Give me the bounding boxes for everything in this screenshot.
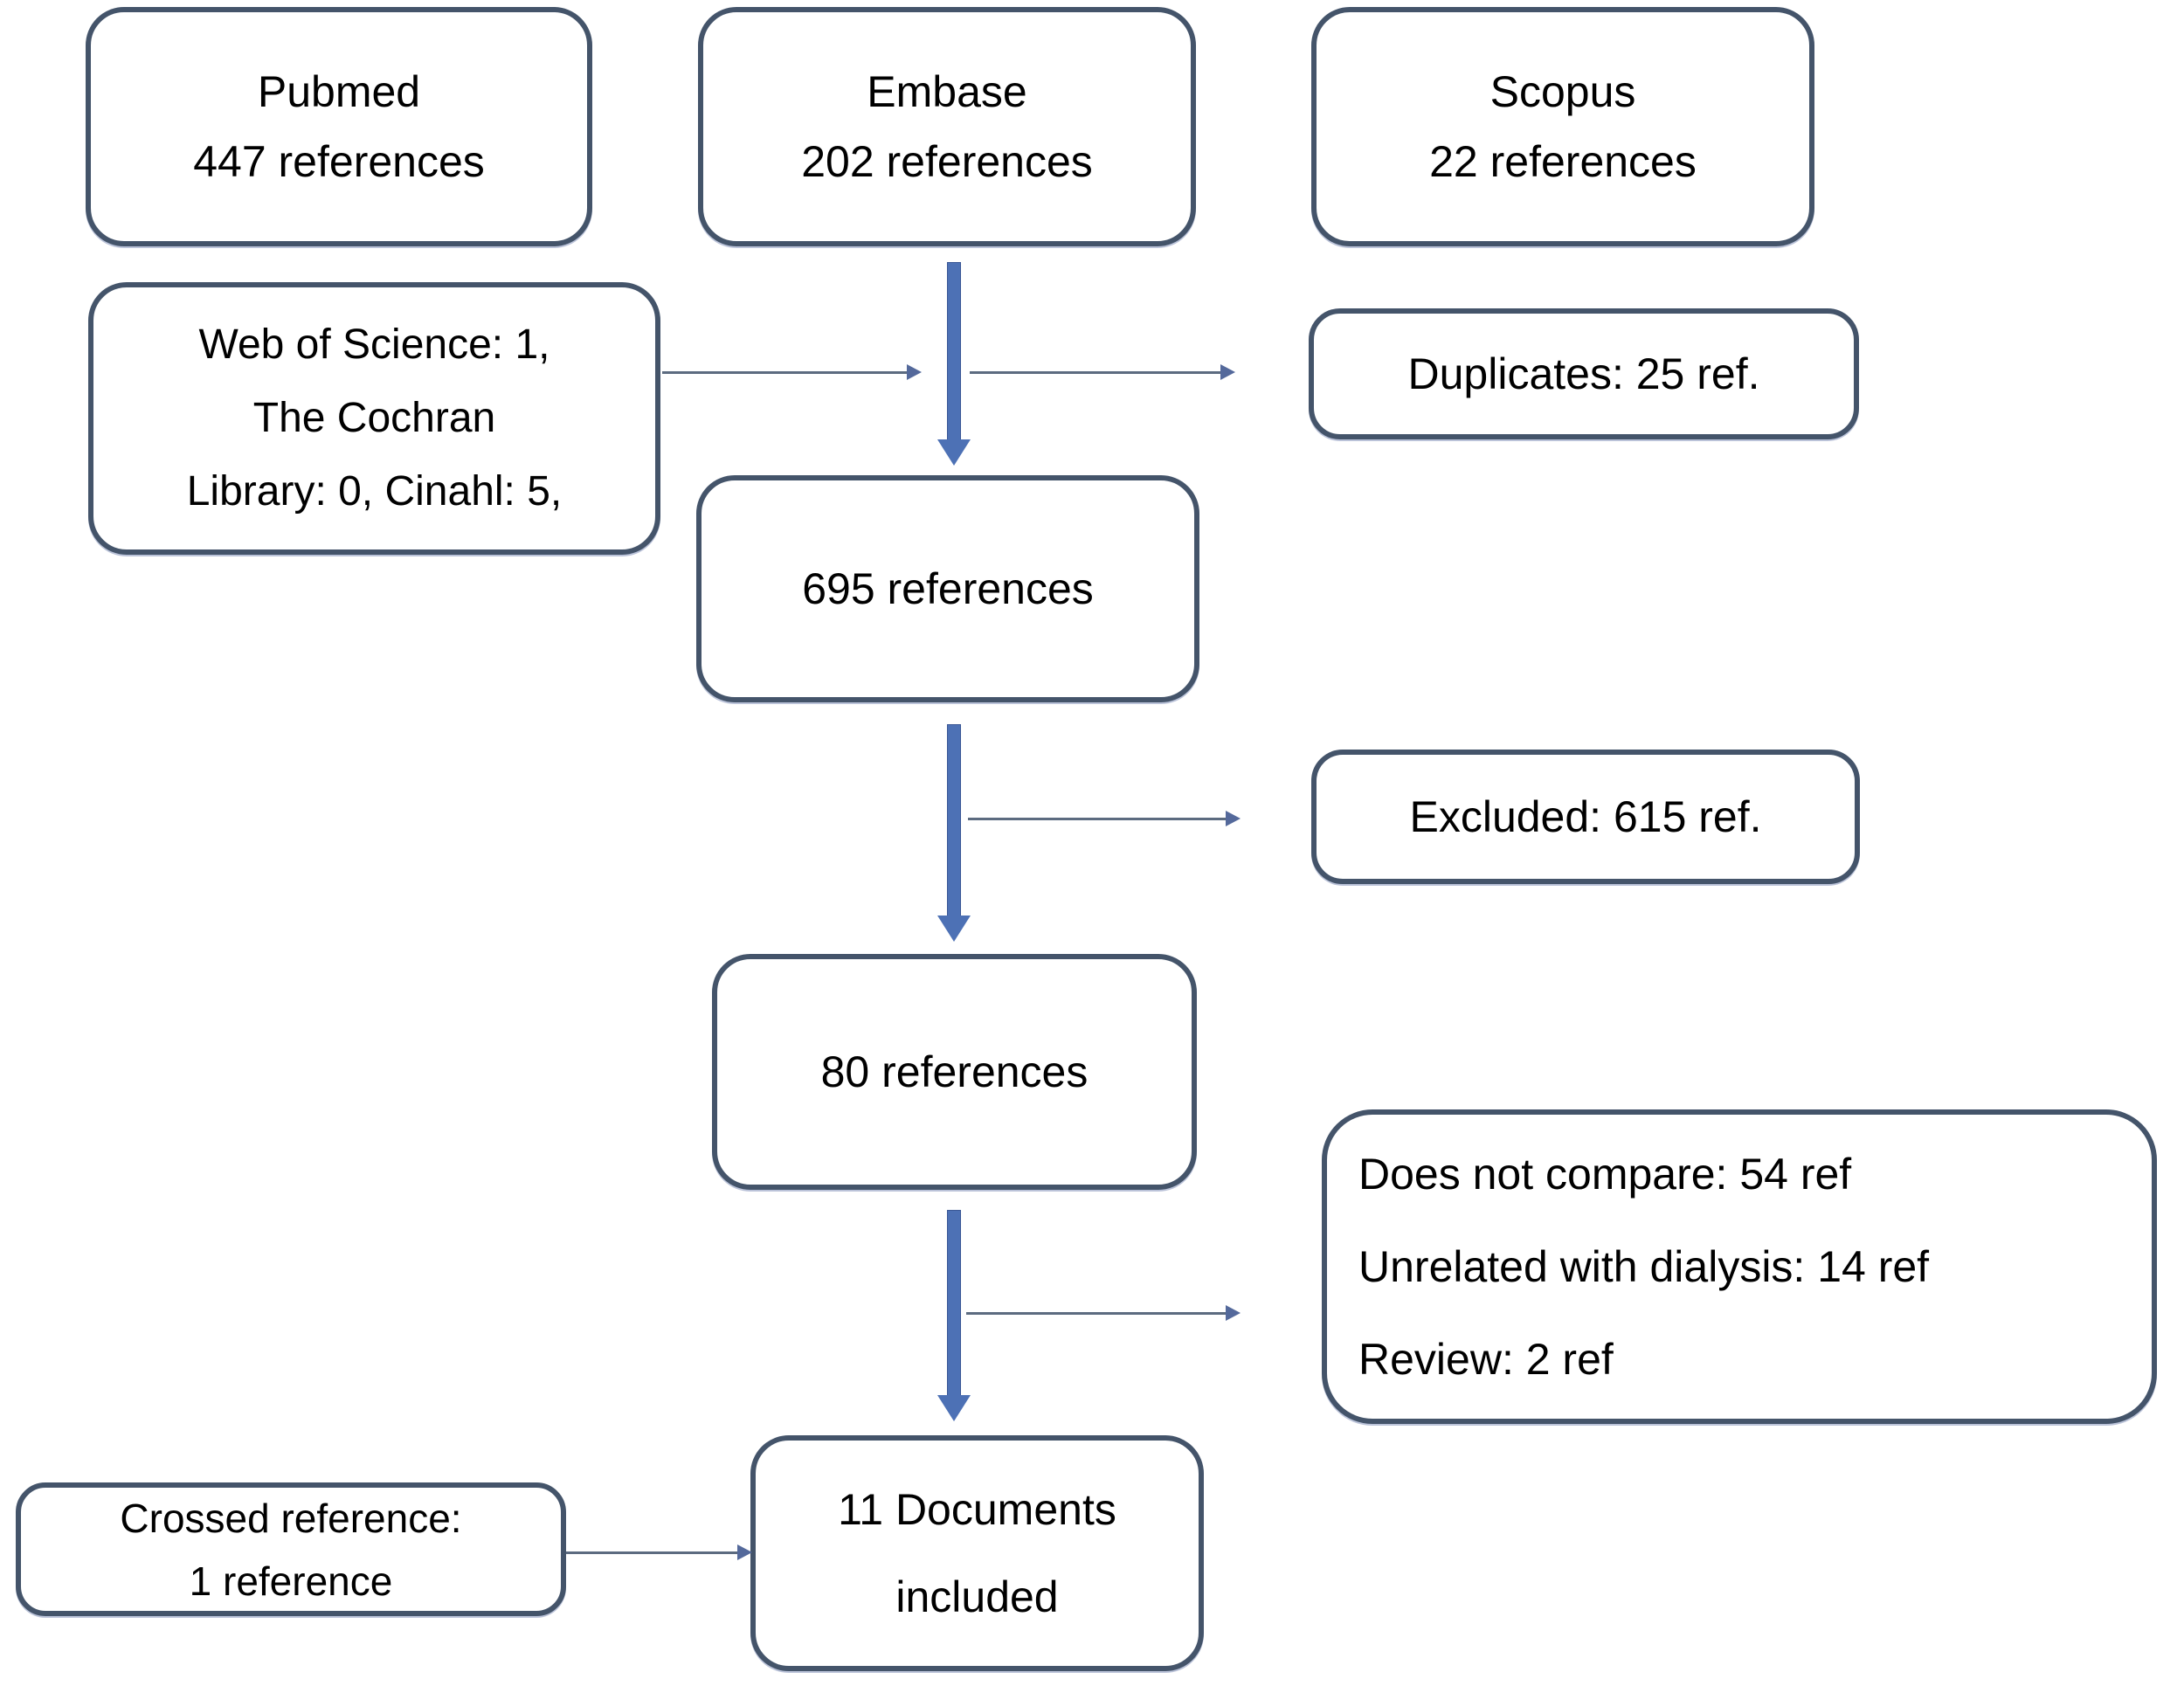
arrow-pooled-to-screened-icon — [937, 724, 971, 942]
arrow-screened-to-included-icon — [937, 1210, 971, 1421]
arrow-line — [968, 818, 1227, 820]
source-box-scopus: Scopus 22 references — [1311, 7, 1814, 246]
arrow-shaft — [947, 1210, 961, 1397]
box-label: 80 references — [820, 1047, 1089, 1096]
box-line: Unrelated with dialysis: 14 ref — [1358, 1242, 1930, 1291]
excluded-box: Excluded: 615 ref. — [1311, 750, 1860, 884]
arrow-right-head-icon — [907, 364, 922, 380]
box-label: Scopus — [1489, 67, 1636, 116]
box-label: Pubmed — [257, 67, 421, 116]
arrow-right-head-icon — [1226, 1305, 1241, 1321]
box-line: 1 reference — [189, 1558, 393, 1604]
arrow-to-duplicates-icon — [970, 364, 1235, 380]
box-line: The Cochran — [252, 395, 496, 441]
arrow-down-head-icon — [937, 916, 971, 942]
box-count: 202 references — [801, 137, 1093, 186]
box-line: Review: 2 ref — [1358, 1335, 1614, 1384]
arrow-line — [966, 1312, 1227, 1315]
box-line: Does not compare: 54 ref — [1358, 1150, 1852, 1199]
arrow-right-head-icon — [1220, 364, 1235, 380]
box-line: Library: 0, Cinahl: 5, — [186, 468, 563, 515]
box-count: 22 references — [1429, 137, 1697, 186]
box-count: 447 references — [193, 137, 485, 186]
exclusion-reasons-box: Does not compare: 54 ref Unrelated with … — [1322, 1109, 2157, 1424]
arrow-crossed-reference-to-included-icon — [566, 1544, 752, 1560]
arrow-right-head-icon — [1226, 811, 1241, 826]
box-line: included — [895, 1572, 1059, 1621]
box-line: Crossed reference: — [120, 1495, 462, 1541]
box-line: Web of Science: 1, — [198, 321, 550, 368]
arrow-shaft — [947, 262, 961, 441]
arrow-line — [970, 371, 1222, 374]
arrow-to-excluded-icon — [968, 811, 1241, 826]
box-label: Embase — [867, 67, 1027, 116]
crossed-reference-box: Crossed reference: 1 reference — [16, 1482, 566, 1616]
arrow-down-head-icon — [937, 1395, 971, 1421]
source-box-other-databases: Web of Science: 1, The Cochran Library: … — [88, 282, 660, 555]
arrow-line — [566, 1551, 739, 1554]
box-line: 11 Documents — [838, 1485, 1116, 1534]
arrow-to-exclusion-reasons-icon — [966, 1305, 1241, 1321]
box-label: Excluded: 615 ref. — [1409, 792, 1762, 841]
arrow-shaft — [947, 724, 961, 917]
box-label: 695 references — [802, 564, 1094, 613]
duplicates-removed-box: Duplicates: 25 ref. — [1309, 308, 1859, 439]
box-label: Duplicates: 25 ref. — [1407, 349, 1760, 398]
arrow-down-head-icon — [937, 439, 971, 466]
pooled-references-box: 695 references — [696, 475, 1199, 702]
documents-included-box: 11 Documents included — [750, 1435, 1204, 1671]
arrow-line — [662, 371, 909, 374]
screened-references-box: 80 references — [712, 954, 1197, 1190]
source-box-embase: Embase 202 references — [698, 7, 1196, 246]
arrow-right-head-icon — [737, 1544, 752, 1560]
arrow-other-sources-to-merge-icon — [662, 364, 922, 380]
arrow-sources-to-pooled-icon — [937, 262, 971, 466]
source-box-pubmed: Pubmed 447 references — [86, 7, 592, 246]
